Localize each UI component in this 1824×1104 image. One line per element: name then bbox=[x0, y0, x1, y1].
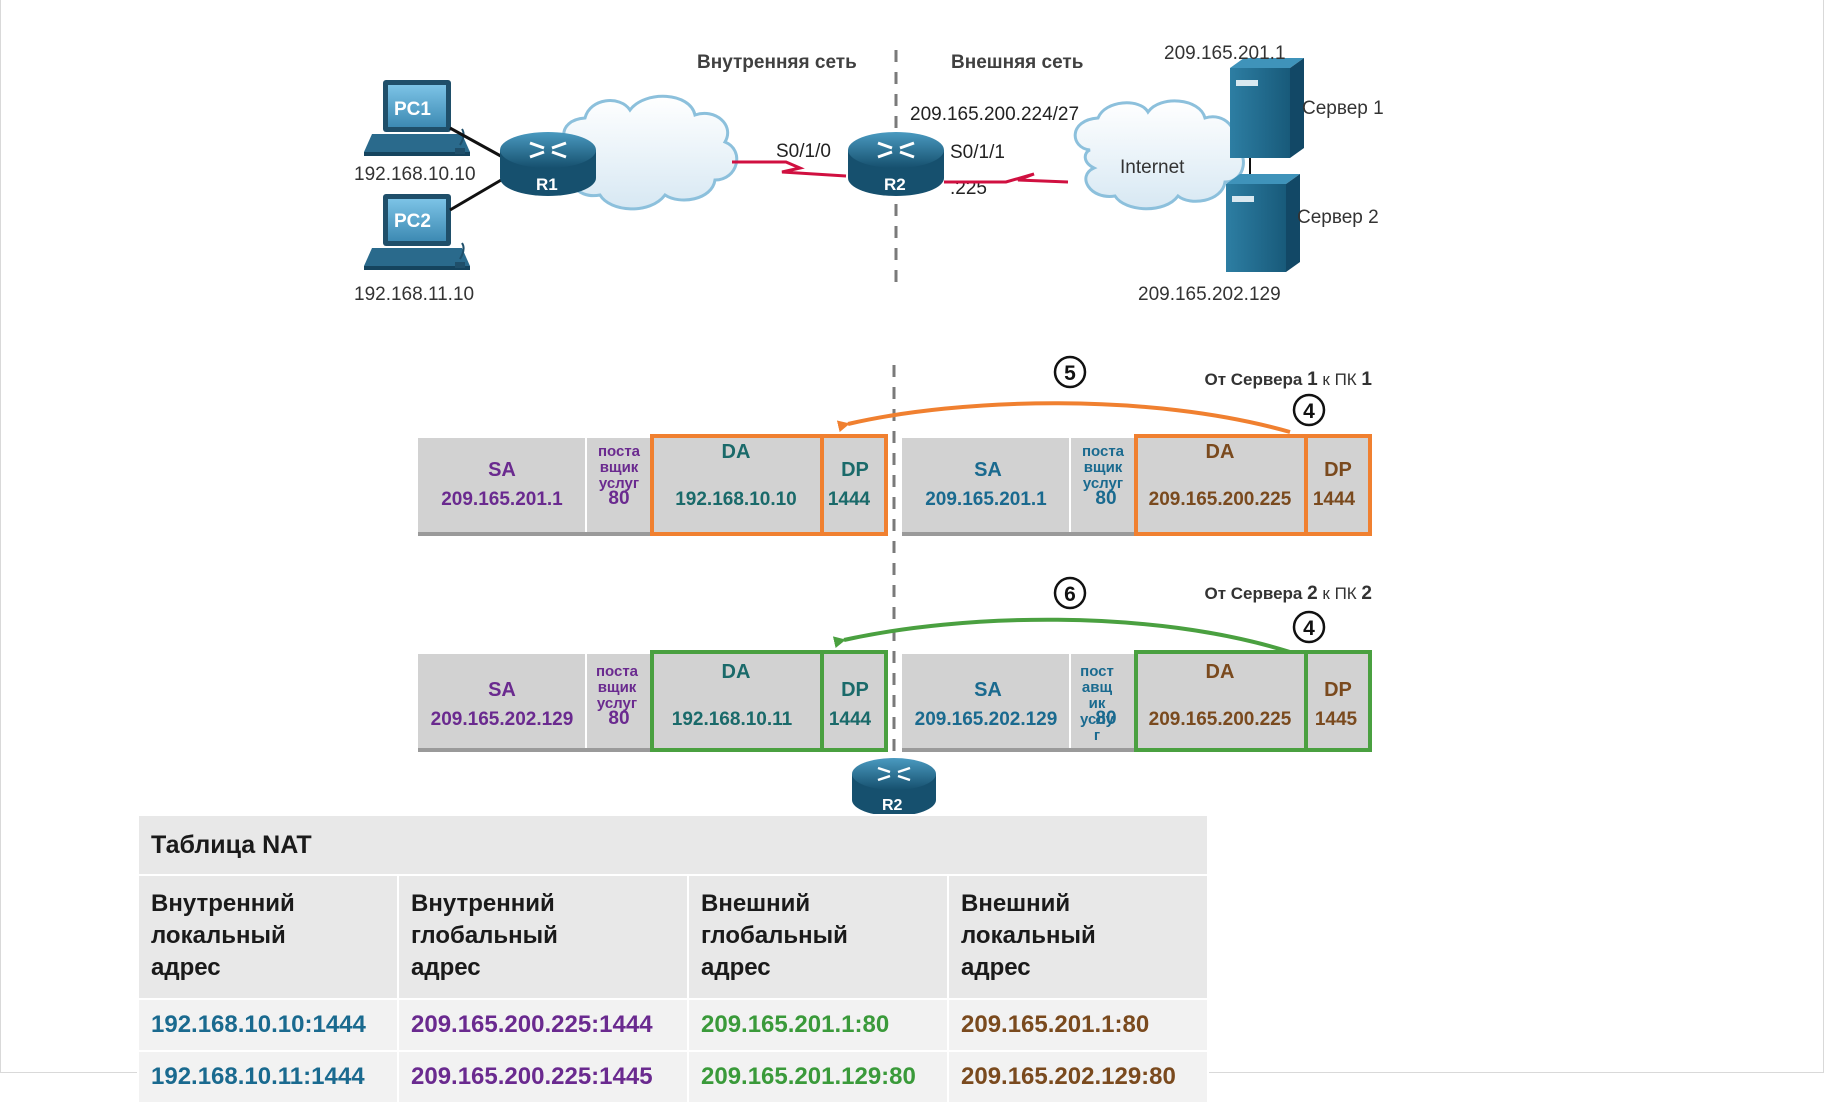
nat-cell-inside-global: 209.165.200.225:1444 bbox=[397, 998, 689, 1052]
flow1-right-dp-label: DP bbox=[1324, 459, 1352, 481]
flow2-left-sp: 80 bbox=[608, 708, 629, 729]
flow2-left-dp: 1444 bbox=[829, 709, 872, 730]
pc1-r1-link bbox=[449, 126, 509, 162]
svg-text:5: 5 bbox=[1064, 362, 1076, 385]
svg-text:4: 4 bbox=[1303, 617, 1315, 640]
flow1-arrow bbox=[836, 401, 1291, 434]
flow1-right-packet bbox=[902, 434, 1372, 536]
flow2-right-sa-label: SA bbox=[974, 679, 1002, 701]
server1-ip: 209.165.201.1 bbox=[1164, 43, 1286, 64]
flow2-right-da-label: DA bbox=[1206, 661, 1235, 683]
s010-label: S0/1/0 bbox=[776, 141, 831, 162]
serial-link-r2-internet bbox=[944, 172, 1069, 184]
server1-label: Сервер 1 bbox=[1302, 98, 1384, 119]
flow2-left-da-label: DA bbox=[722, 661, 751, 683]
flow2-right-dp: 1445 bbox=[1315, 709, 1358, 730]
flow1-left-dp: 1444 bbox=[828, 489, 871, 510]
r1-router-icon bbox=[500, 132, 596, 196]
flow2-right-sp: 80 bbox=[1095, 708, 1116, 729]
inside-network-label: Внутренняя сеть bbox=[697, 52, 857, 73]
flow2-right-da: 209.165.200.225 bbox=[1149, 709, 1292, 730]
flow2-caption: От Сервера 2 к ПК 2 bbox=[1204, 583, 1372, 604]
s011-label: S0/1/1 bbox=[950, 142, 1005, 163]
server2-label: Сервер 2 bbox=[1297, 207, 1379, 228]
nat-cell-outside-local: 209.165.202.129:80 bbox=[947, 1050, 1209, 1104]
flow2-arrow bbox=[832, 617, 1291, 654]
serial-link-r1-r2 bbox=[732, 160, 847, 178]
flow1-right-da-label: DA bbox=[1206, 441, 1235, 463]
flow2-step6-marker: 6 bbox=[1053, 576, 1087, 610]
pc2-label: PC2 bbox=[394, 211, 431, 232]
flow1-left-dp-label: DP bbox=[841, 459, 869, 481]
server1-icon bbox=[1230, 58, 1304, 158]
nat-table-row: 192.168.10.11:1444 209.165.200.225:1445 … bbox=[137, 1050, 1209, 1104]
flow2-left-dp-label: DP bbox=[841, 679, 869, 701]
r2-label: R2 bbox=[884, 175, 906, 194]
flow1-left-sa-label: SA bbox=[488, 459, 516, 481]
pc1-label: PC1 bbox=[394, 99, 431, 120]
flow2-right-sa: 209.165.202.129 bbox=[915, 709, 1058, 730]
flow2-left-sa: 209.165.202.129 bbox=[431, 709, 574, 730]
flow1-right-sp: 80 bbox=[1095, 488, 1116, 509]
pc2-icon bbox=[364, 194, 470, 270]
flow1-left-sa: 209.165.201.1 bbox=[441, 489, 563, 510]
flow2-right-packet bbox=[902, 650, 1372, 752]
nat-cell-inside-local: 192.168.10.10:1444 bbox=[137, 998, 399, 1052]
pc2-r1-link bbox=[449, 174, 509, 212]
internet-cloud-icon bbox=[1073, 99, 1245, 211]
nat-cell-inside-global: 209.165.200.225:1445 bbox=[397, 1050, 689, 1104]
flow1-step5-marker: 5 bbox=[1053, 355, 1087, 389]
subnet-label: 209.165.200.224/27 bbox=[910, 104, 1079, 125]
flow1-left-da: 192.168.10.10 bbox=[675, 489, 797, 510]
nat-table-row: 192.168.10.10:1444 209.165.200.225:1444 … bbox=[137, 998, 1209, 1052]
network-diagram: Внутренняя сеть Внешняя сеть PC1 192.168… bbox=[354, 43, 1384, 816]
flow2-left-packet bbox=[418, 650, 888, 752]
pc1-ip: 192.168.10.10 bbox=[354, 164, 476, 185]
svg-text:4: 4 bbox=[1303, 400, 1315, 423]
server2-icon bbox=[1226, 174, 1300, 272]
flow1-left-sp: 80 bbox=[608, 488, 629, 509]
nat-table-title: Таблица NAT bbox=[137, 814, 1209, 876]
flow1-right-sa-label: SA bbox=[974, 459, 1002, 481]
r2-bottom-router-icon bbox=[852, 758, 936, 816]
flow2-right-dp-label: DP bbox=[1324, 679, 1352, 701]
pc2-ip: 192.168.11.10 bbox=[354, 284, 474, 305]
flow1-caption: От Сервера 1 к ПК 1 bbox=[1204, 369, 1372, 390]
flow1-left-da-label: DA bbox=[722, 441, 751, 463]
server2-ip: 209.165.202.129 bbox=[1138, 284, 1281, 305]
nat-cell-outside-global: 209.165.201.1:80 bbox=[687, 998, 949, 1052]
flow1-step4-marker: 4 bbox=[1292, 393, 1326, 427]
nat-cell-inside-local: 192.168.10.11:1444 bbox=[137, 1050, 399, 1104]
internet-label: Internet bbox=[1120, 157, 1185, 178]
flow2-left-sa-label: SA bbox=[488, 679, 516, 701]
r2-bottom-label: R2 bbox=[882, 797, 903, 814]
flow1-right-sa: 209.165.201.1 bbox=[925, 489, 1047, 510]
r2-router-icon bbox=[848, 132, 944, 196]
nat-cell-outside-global: 209.165.201.129:80 bbox=[687, 1050, 949, 1104]
nat-cell-outside-local: 209.165.201.1:80 bbox=[947, 998, 1209, 1052]
svg-text:6: 6 bbox=[1064, 583, 1076, 606]
flow2-step4-marker: 4 bbox=[1292, 610, 1326, 644]
pc1-icon bbox=[364, 80, 470, 156]
flow2-left-da: 192.168.10.11 bbox=[672, 709, 793, 730]
flow1-right-da: 209.165.200.225 bbox=[1149, 489, 1292, 510]
flow1-right-dp: 1444 bbox=[1313, 489, 1356, 510]
flow1-left-packet bbox=[418, 434, 888, 536]
r1-label: R1 bbox=[536, 175, 558, 194]
outside-network-label: Внешняя сеть bbox=[951, 52, 1083, 73]
